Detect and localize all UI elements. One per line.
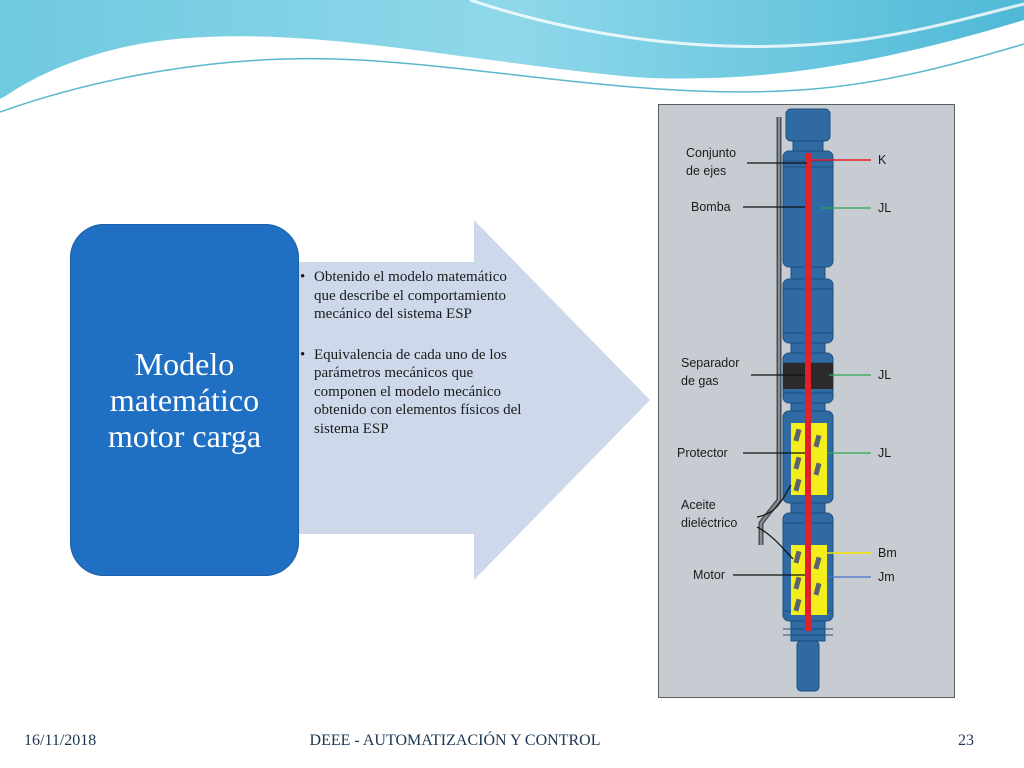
label-protector: Protector	[677, 446, 728, 460]
label-jl-separator: JL	[878, 368, 891, 382]
label-bm: Bm	[878, 546, 897, 560]
label-motor: Motor	[693, 568, 725, 582]
label-jm: Jm	[878, 570, 895, 584]
footer-title: DEEE - AUTOMATIZACIÓN Y CONTROL	[309, 732, 601, 749]
title-line: motor carga	[107, 418, 262, 454]
title-line: matemático	[109, 382, 260, 418]
label-jl-protector: JL	[878, 446, 891, 460]
bullet-item: Obtenido el modelo matemático que descri…	[300, 268, 524, 324]
bullet-list: Obtenido el modelo matemático que descri…	[300, 268, 524, 460]
title-line: Modelo	[134, 346, 235, 382]
header-wave-decoration	[0, 0, 1024, 113]
title-box: Modelo matemático motor carga	[70, 224, 299, 576]
label-pump: Bomba	[691, 200, 731, 214]
shaft	[805, 153, 811, 631]
bullet-item: Equivalencia de cada uno de los parámetr…	[300, 346, 524, 439]
label-k: K	[878, 153, 887, 167]
power-cable	[758, 117, 782, 545]
label-jl-pump: JL	[878, 201, 891, 215]
footer-date: 16/11/2018	[24, 732, 97, 749]
page-number: 23	[958, 732, 974, 749]
